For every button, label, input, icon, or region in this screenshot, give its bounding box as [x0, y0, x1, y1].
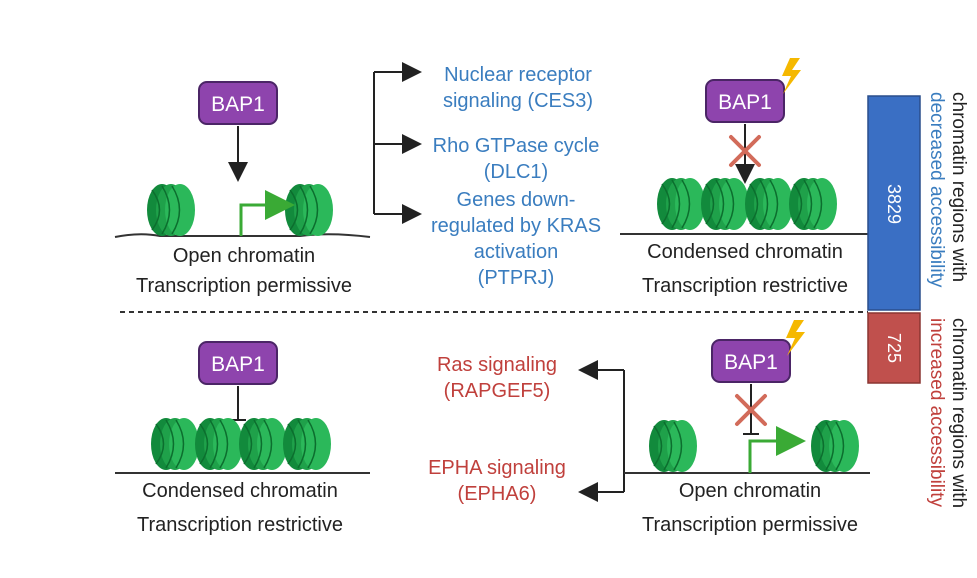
caption-line2: Transcription permissive — [136, 275, 352, 297]
nucleosome-icon — [700, 177, 750, 231]
bap1-box — [711, 339, 791, 383]
decreased-label-line2: decreased accessibility — [926, 92, 947, 288]
nucleosome-icon — [282, 417, 332, 471]
decreased-label-line1: chromatin regions with — [948, 92, 969, 282]
target-text: Ras signaling — [437, 354, 557, 376]
target-text: activation — [474, 241, 559, 263]
bap1-box — [198, 81, 278, 125]
target-text: (PTPRJ) — [478, 267, 555, 289]
caption-line1: Condensed chromatin — [647, 241, 843, 263]
transcription-start-arrow — [239, 190, 295, 236]
target-text: EPHA signaling — [428, 457, 566, 479]
lightning-icon — [782, 58, 801, 94]
nucleosome-icon — [648, 419, 698, 473]
target-text: (RAPGEF5) — [444, 380, 551, 402]
bap1-label: BAP1 — [211, 93, 265, 116]
caption-line2: Transcription restrictive — [642, 275, 848, 297]
accessibility-bar: 3829 725 — [867, 95, 921, 384]
nucleosome-icon — [788, 177, 838, 231]
target-text: Genes down- — [457, 189, 576, 211]
bap1-box — [198, 341, 278, 385]
bap1-label: BAP1 — [724, 351, 778, 374]
top-bracket — [373, 62, 422, 224]
x-mark-icon — [735, 394, 767, 426]
bap1-box — [705, 79, 785, 123]
transcription-start-arrow — [748, 426, 806, 473]
nucleosome-icon — [146, 183, 196, 237]
caption-line1: Condensed chromatin — [142, 480, 338, 502]
target-text: Nuclear receptor — [444, 64, 592, 86]
top-targets: Nuclear receptor signaling (CES3) Rho GT… — [431, 64, 601, 289]
target-text: regulated by KRAS — [431, 215, 601, 237]
bottom-right-panel: BAP1 Open chromatin Transcription permis… — [624, 320, 870, 536]
nucleosome-icon — [194, 417, 244, 471]
top-left-panel: BAP1 Open chromatin Transcription permis… — [114, 81, 371, 297]
caption-line2: Transcription permissive — [642, 514, 858, 536]
target-text: (DLC1) — [484, 161, 548, 183]
nucleosome-icon — [238, 417, 288, 471]
top-right-panel: BAP1 Condensed chromatin Transcription r… — [620, 58, 870, 297]
bottom-left-panel: BAP1 Condensed chromatin Transcription r… — [115, 341, 370, 536]
decreased-bar — [867, 95, 921, 311]
increased-label-line2: increased accessibility — [926, 318, 947, 508]
decreased-count: 3829 — [884, 184, 904, 224]
increased-label-line1: chromatin regions with — [948, 318, 969, 508]
target-text: signaling (CES3) — [443, 90, 593, 112]
bottom-targets: Ras signaling (RAPGEF5) EPHA signaling (… — [428, 354, 566, 505]
target-text: (EPHA6) — [458, 483, 537, 505]
bap1-label: BAP1 — [211, 353, 265, 376]
side-labels: chromatin regions with decreased accessi… — [926, 92, 969, 508]
increased-count: 725 — [884, 333, 904, 363]
x-mark-icon — [729, 135, 761, 167]
nucleosome-icon — [810, 419, 860, 473]
bap1-label: BAP1 — [718, 91, 772, 114]
nucleosome-icon — [744, 177, 794, 231]
caption-line2: Transcription restrictive — [137, 514, 343, 536]
nucleosome-icon — [150, 417, 200, 471]
nucleosome-icon — [284, 183, 334, 237]
caption-line1: Open chromatin — [173, 245, 315, 267]
caption-line1: Open chromatin — [679, 480, 821, 502]
lightning-icon — [786, 320, 805, 356]
increased-bar — [867, 312, 921, 384]
nucleosome-icon — [656, 177, 706, 231]
target-text: Rho GTPase cycle — [433, 135, 600, 157]
